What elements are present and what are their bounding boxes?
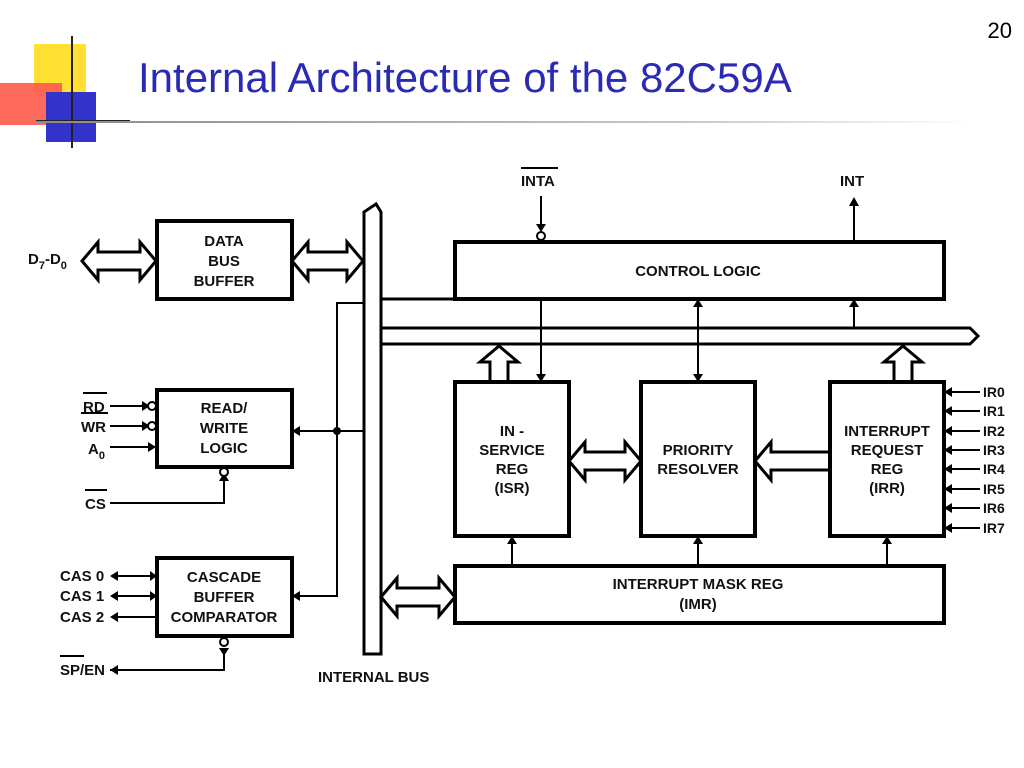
cs-inversion-bubble [219,467,229,477]
sp-en-down-arrowhead [219,648,229,656]
data-bus-buffer-block [155,219,294,301]
ir1-pin-label: IR1 [983,403,1005,419]
sp-en-arrowhead [110,665,118,675]
internal-bus [362,201,981,656]
read-write-logic-line2: WRITE [200,420,248,437]
inta-arrowhead [536,224,546,232]
priority-resolver-block [639,380,757,538]
cascade-buffer-line3: COMPARATOR [171,609,278,626]
wr-arrowhead [142,421,150,431]
int-pin-label: INT [840,173,864,190]
isr-line3: REG [496,461,529,478]
ir7-pin-label: IR7 [983,520,1005,536]
isr-block [453,380,571,538]
a0-arrowhead [148,442,156,452]
irr-bus-up-arrow [879,344,927,384]
isr-line4: (ISR) [495,480,530,497]
imr-up-arrows [507,536,892,566]
irr-line1: INTERRUPT [844,423,930,440]
ir2-pin-label: IR2 [983,423,1005,439]
cascade-buffer-line1: CASCADE [187,569,261,586]
buffer-bus-double-arrow [290,237,365,285]
cascade-bus-arrowhead [292,591,300,601]
cascade-buffer-block [155,556,294,638]
bus-imr-double-arrow [379,573,457,621]
irr-line3: REG [871,461,904,478]
imr-line1: INTERRUPT MASK REG [613,576,784,593]
rw-cascade-line [292,431,338,597]
a0-pin-label: A0 [88,441,105,462]
cas1-pin-label: CAS 1 [60,588,104,605]
inta-inversion-bubble [536,231,546,241]
control-logic-block [453,240,946,301]
data-bus-buffer-line2: BUS [208,253,240,270]
sp-en-line [110,648,225,671]
cascade-buffer-line2: BUFFER [194,589,255,606]
control-connections [536,299,859,382]
data-bus-double-arrow [80,237,158,285]
imr-line2: (IMR) [679,596,717,613]
rw-bus-arrowhead [292,426,300,436]
imr-block [453,564,946,625]
int-arrowhead [849,197,859,206]
isr-bus-up-arrow [475,344,523,384]
isr-line2: SERVICE [479,442,545,459]
ir6-pin-label: IR6 [983,500,1005,516]
priority-resolver-line2: RESOLVER [657,461,739,478]
inta-pin-label: INTA [521,173,555,190]
priority-resolver-line1: PRIORITY [663,442,734,459]
read-write-logic-block [155,388,294,469]
title-divider [36,121,976,123]
control-logic-label: CONTROL LOGIC [635,263,761,280]
wr-pin-label: WR [81,419,106,436]
isr-priority-double-arrow [567,437,643,485]
data-bus-buffer-line1: DATA [204,233,244,250]
read-write-logic-line1: READ/ [201,400,249,417]
rd-inversion-bubble [147,401,157,411]
wr-inversion-bubble [147,421,157,431]
data-bus-buffer-line3: BUFFER [194,273,255,290]
cs-line [110,481,225,504]
sp-en-inversion-bubble [219,637,229,647]
isr-line1: IN - [500,423,524,440]
cs-pin-label: CS [85,496,106,513]
slide-number: 20 [987,18,1012,43]
irr-line2: REQUEST [851,442,924,459]
data-bus-pin-label: D7-D0 [28,251,67,272]
cas2-pin-label: CAS 2 [60,609,104,626]
rd-pin-label: RD [83,399,105,416]
rw-control-line [336,302,364,431]
irr-block [828,380,946,538]
ir3-pin-label: IR3 [983,442,1005,458]
irr-priority-arrow [753,437,832,485]
ir5-pin-label: IR5 [983,481,1005,497]
read-write-logic-line3: LOGIC [200,440,248,457]
ir-input-arrows [944,387,980,533]
cas-arrows [110,571,157,622]
internal-bus-label: INTERNAL BUS [318,669,429,686]
irr-line4: (IRR) [869,480,905,497]
ir0-pin-label: IR0 [983,384,1005,400]
cas0-pin-label: CAS 0 [60,568,104,585]
ir4-pin-label: IR4 [983,461,1005,477]
sp-en-pin-label: SP/EN [60,662,105,679]
slide-title: Internal Architecture of the 82C59A [138,54,792,101]
rd-arrowhead [142,401,150,411]
